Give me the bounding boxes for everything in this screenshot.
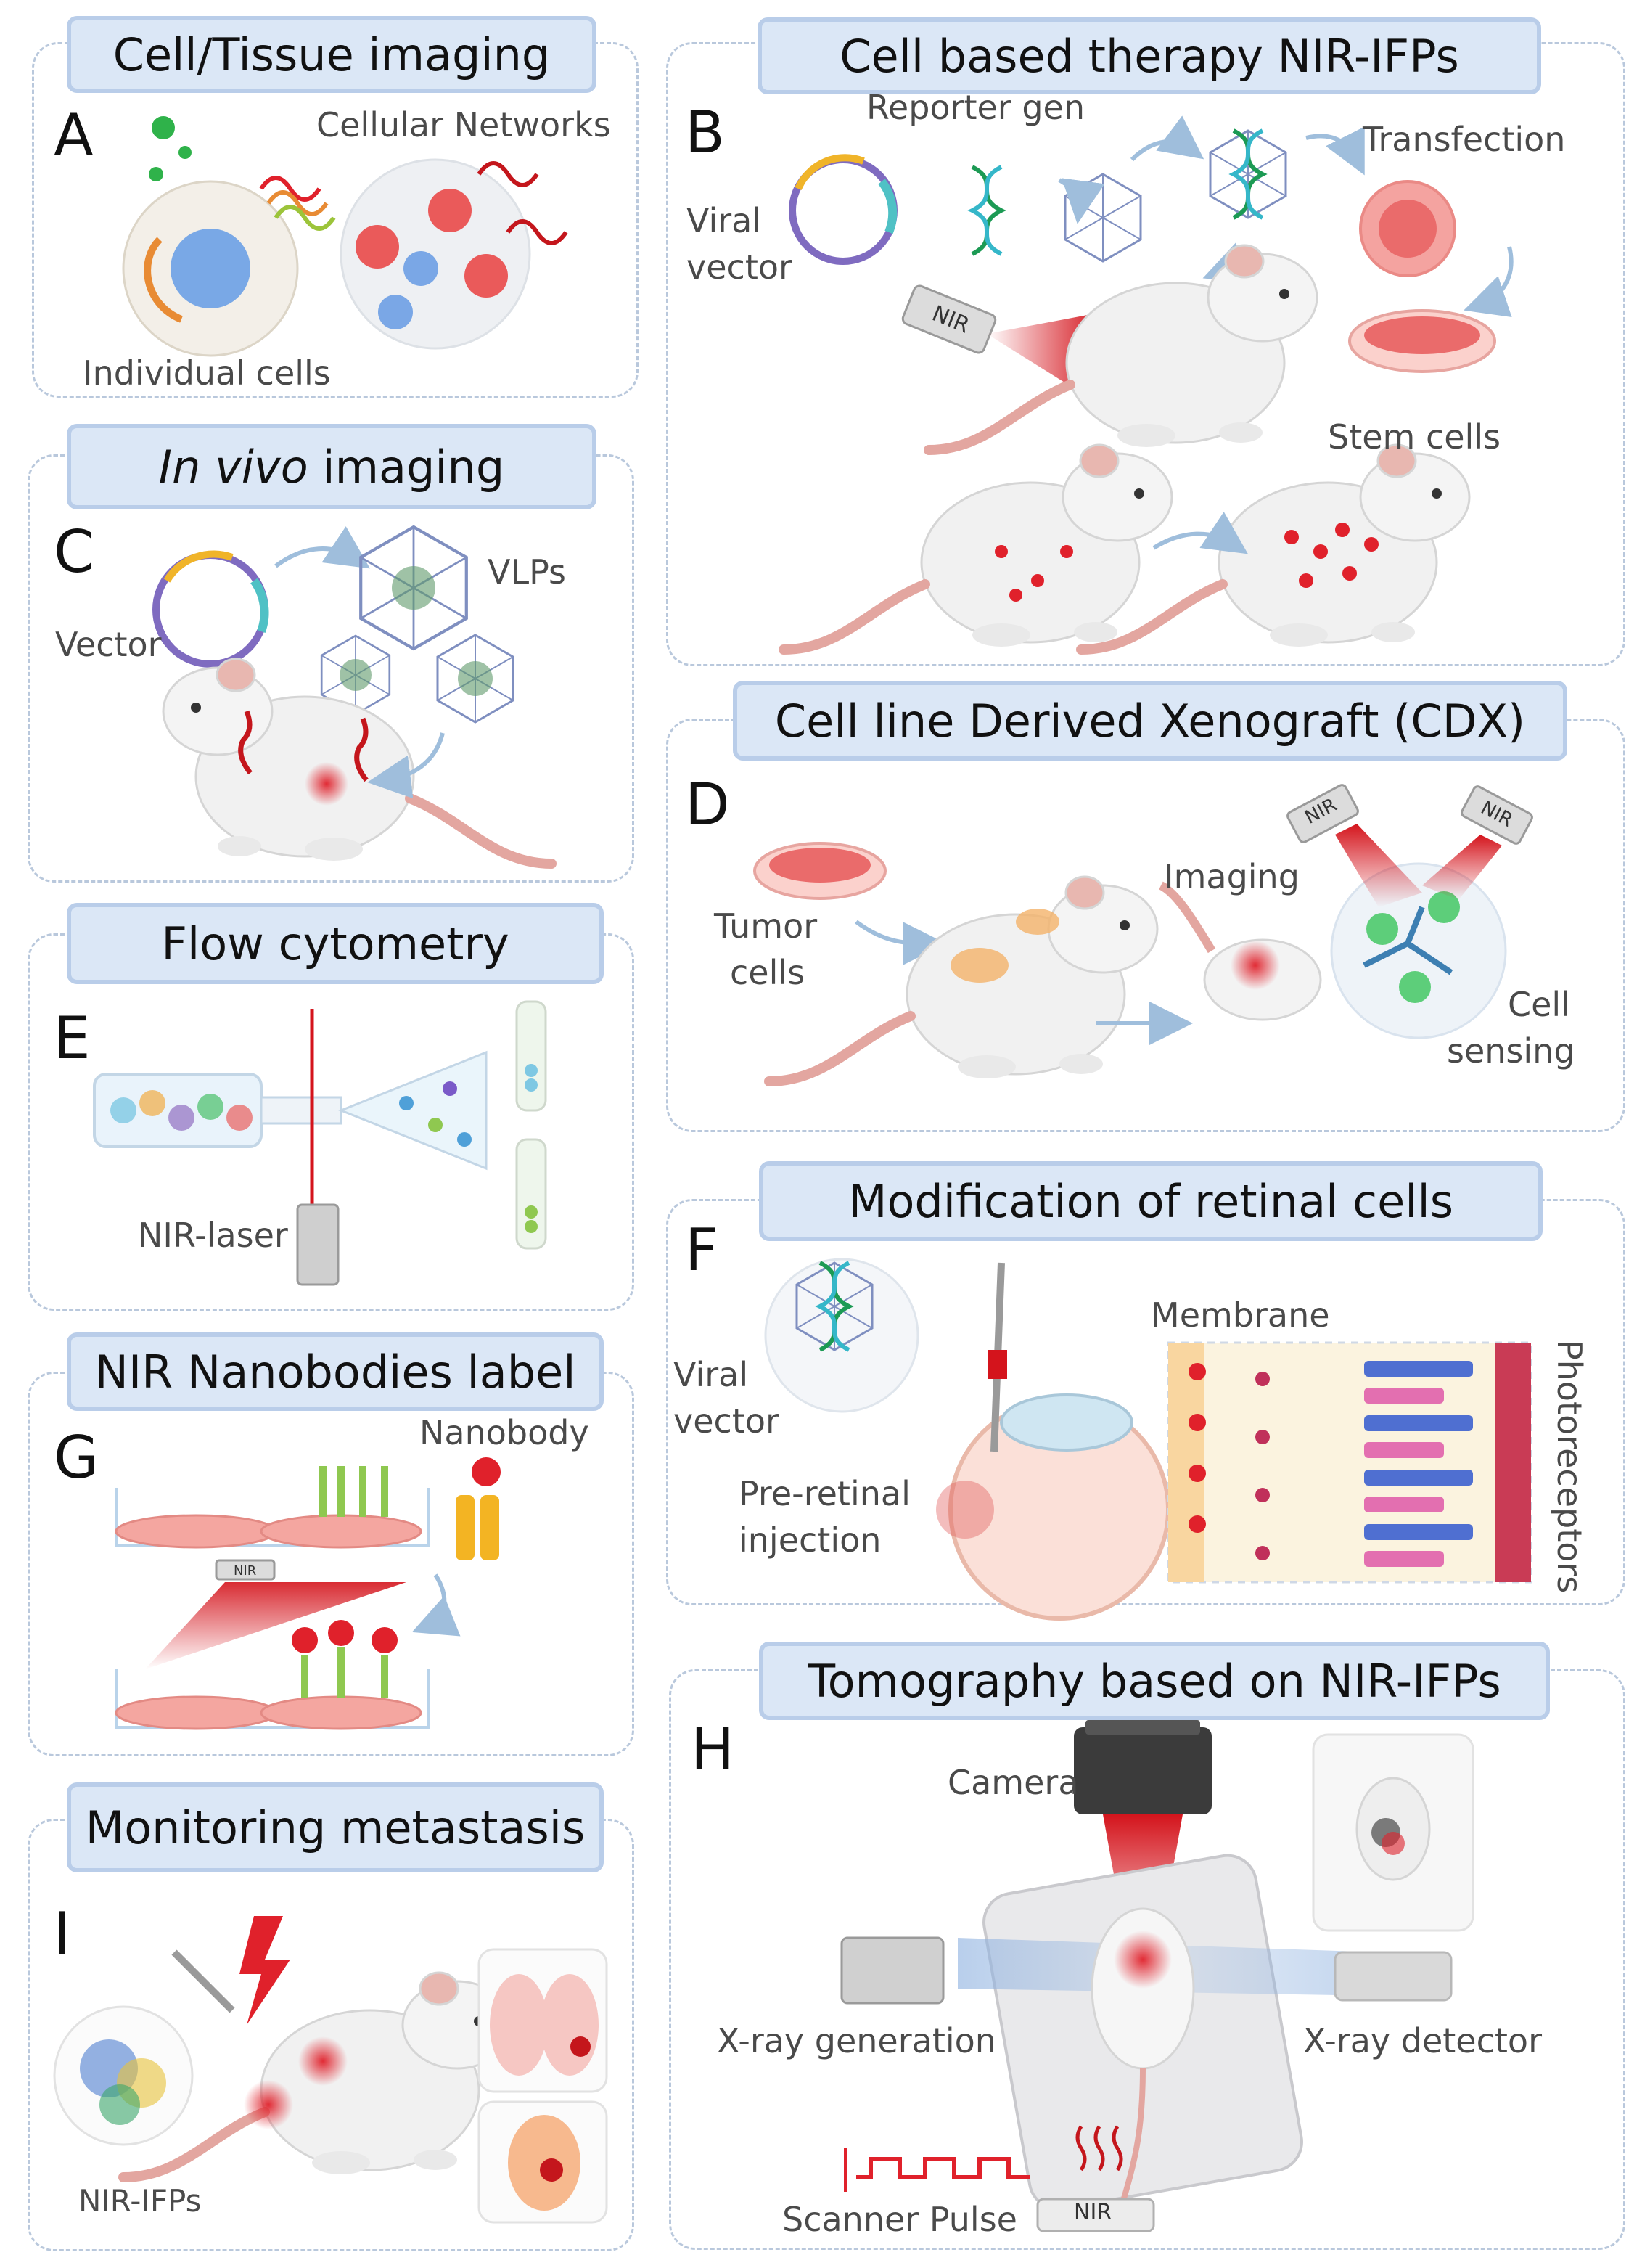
panel-c-title: In vivo imaging xyxy=(67,424,596,509)
label-viral-f: Viral xyxy=(673,1355,749,1394)
panel-f-art xyxy=(764,1258,1532,1621)
label-imaging: Imaging xyxy=(1164,857,1300,896)
label-stem-cells: Stem cells xyxy=(1328,417,1501,457)
label-nir-h: NIR xyxy=(1074,2200,1112,2225)
panel-f-letter: F xyxy=(685,1216,719,1284)
panel-h-art xyxy=(840,1720,1474,2232)
label-reporter-gen: Reporter gen xyxy=(866,88,1085,127)
panel-b-letter: B xyxy=(685,99,725,166)
panel-i-title: Monitoring metastasis xyxy=(67,1782,604,1872)
panel-c-title-rest: imaging xyxy=(308,440,505,494)
label-xray-generation: X-ray generation xyxy=(717,2021,996,2060)
panel-e-art xyxy=(93,1000,547,1286)
panel-g-letter: G xyxy=(54,1424,99,1491)
panel-d-title: Cell line Derived Xenograft (CDX) xyxy=(733,681,1567,761)
label-sensing: sensing xyxy=(1447,1031,1575,1070)
panel-e-letter: E xyxy=(54,1004,91,1072)
panel-h-title: Tomography based on NIR-IFPs xyxy=(759,1642,1550,1720)
panel-d-letter: D xyxy=(685,771,730,838)
label-nir-g: NIR xyxy=(234,1563,257,1579)
label-injection: injection xyxy=(739,1520,882,1560)
label-vector-b: vector xyxy=(686,247,792,287)
label-camera: Camera xyxy=(948,1763,1079,1802)
panel-b-art xyxy=(784,115,1514,650)
panel-c-title-italic: In vivo xyxy=(158,440,308,494)
panel-e-title: Flow cytometry xyxy=(67,903,604,984)
panel-i-art xyxy=(53,1916,608,2224)
panel-d-art xyxy=(753,784,1533,1081)
panel-a-letter: A xyxy=(54,102,94,169)
label-cellular-networks: Cellular Networks xyxy=(316,105,611,144)
panel-b-title: Cell based therapy NIR-IFPs xyxy=(758,17,1541,94)
label-cell: Cell xyxy=(1508,985,1570,1024)
label-photoreceptors: Photoreceptors xyxy=(1550,1340,1589,1594)
panel-c-art xyxy=(152,527,551,864)
label-nir-ifps: NIR-IFPs xyxy=(78,2183,202,2219)
panel-g-art xyxy=(115,1457,501,1730)
panel-h-letter: H xyxy=(691,1716,735,1783)
label-tumor-cells: cells xyxy=(730,953,805,992)
label-nir-laser: NIR-laser xyxy=(138,1216,288,1255)
panel-a-title: Cell/Tissue imaging xyxy=(67,16,596,93)
label-tumor: Tumor xyxy=(714,906,818,946)
panel-c-letter: C xyxy=(54,518,94,586)
label-transfection: Transfection xyxy=(1363,120,1566,159)
label-viral-b: Viral xyxy=(686,201,762,240)
panel-f-title: Modification of retinal cells xyxy=(759,1161,1543,1241)
label-pre-retinal: Pre-retinal xyxy=(739,1474,911,1513)
label-xray-detector: X-ray detector xyxy=(1303,2021,1542,2060)
label-vector-f: vector xyxy=(673,1401,779,1441)
panel-i-letter: I xyxy=(54,1900,71,1968)
panel-a-art xyxy=(122,116,568,357)
label-vector-c: Vector xyxy=(55,625,162,664)
label-vlps: VLPs xyxy=(488,552,566,591)
panel-g-title: NIR Nanobodies label xyxy=(67,1332,604,1411)
label-nanobody: Nanobody xyxy=(419,1413,589,1452)
label-scanner-pulse: Scanner Pulse xyxy=(782,2200,1017,2239)
label-individual-cells: Individual cells xyxy=(83,353,331,393)
label-membrane: Membrane xyxy=(1151,1295,1330,1335)
